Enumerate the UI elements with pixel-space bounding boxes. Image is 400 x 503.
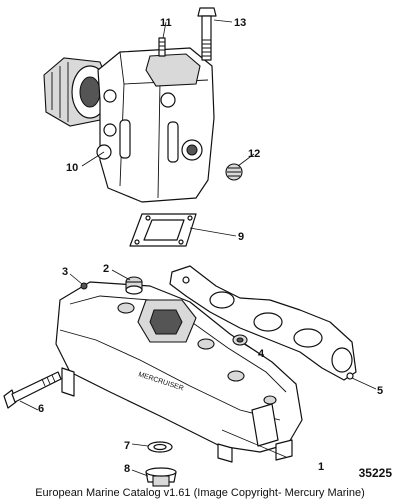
pipe-plug	[225, 163, 243, 181]
callout-3: 3	[62, 266, 68, 278]
callout-7: 7	[124, 440, 130, 452]
plug-2	[125, 276, 143, 295]
callout-13: 13	[234, 17, 246, 29]
manifold-bolt	[3, 371, 62, 409]
exhaust-elbow	[43, 47, 215, 203]
sealing-washer	[147, 441, 173, 453]
copyright-caption: European Marine Catalog v1.61 (Image Cop…	[35, 487, 365, 499]
stud	[158, 37, 166, 57]
callout-2: 2	[103, 263, 109, 275]
drain-plug	[145, 467, 177, 487]
callout-11: 11	[160, 17, 172, 29]
callout-1: 1	[318, 461, 324, 473]
callout-8: 8	[124, 463, 130, 475]
callout-5: 5	[377, 385, 383, 397]
callout-labels: 1 2 3 4 5 6 7 8 9 10 11 12 13	[38, 17, 383, 475]
plug-3	[80, 282, 88, 290]
callout-12: 12	[248, 148, 260, 160]
plug-4	[232, 334, 248, 346]
figure-id: 35225	[358, 466, 392, 480]
elbow-bolt	[197, 7, 217, 61]
exhaust-manifold: MERCRUISER	[55, 281, 303, 463]
callout-6: 6	[38, 403, 44, 415]
elbow-gasket	[129, 213, 197, 247]
leader-lines	[19, 19, 377, 477]
callout-4: 4	[258, 348, 265, 360]
callout-9: 9	[238, 231, 244, 243]
callout-10: 10	[66, 162, 78, 174]
manifold-gasket	[169, 265, 357, 381]
